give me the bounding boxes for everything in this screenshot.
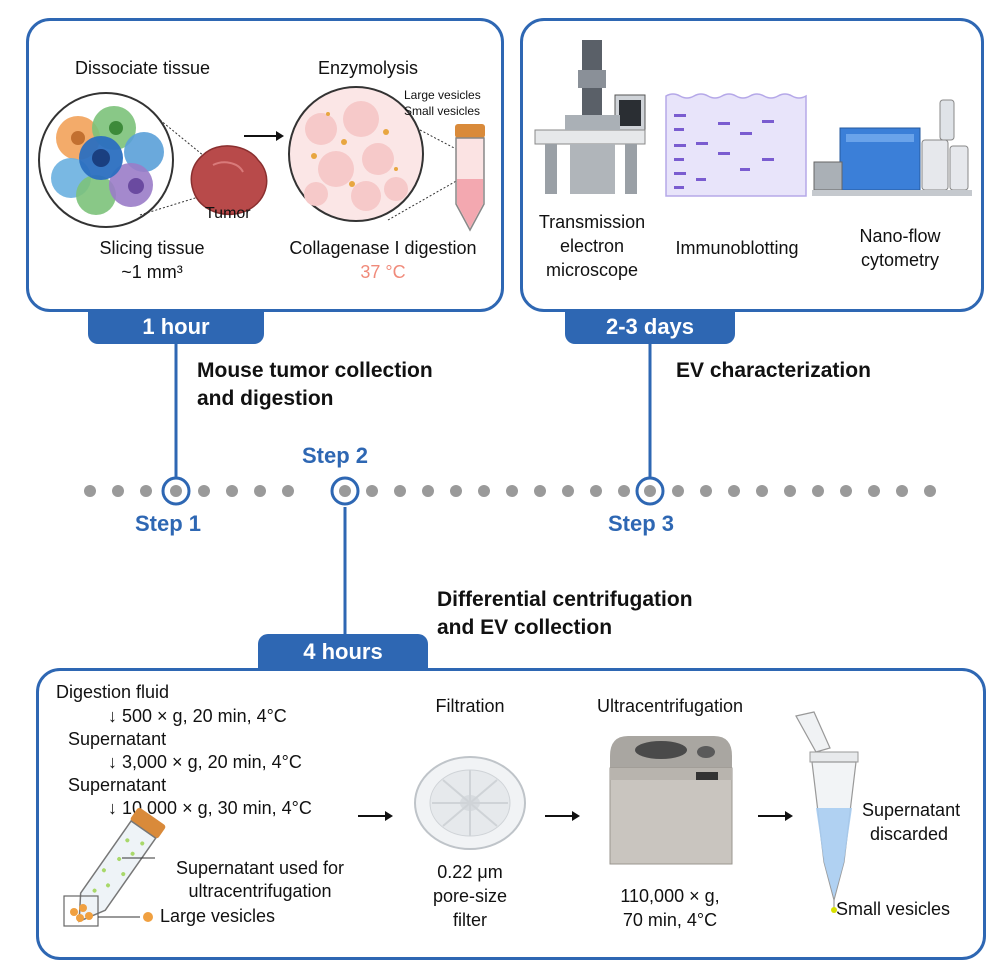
desc-step1-line1: Mouse tumor collection	[197, 359, 433, 382]
centrifuge-tube-icon	[63, 807, 166, 927]
label-slicing-tissue: Slicing tissue	[99, 238, 205, 258]
spin-1-text: 500 × g, 20 min, 4°C	[122, 706, 287, 726]
label-ultracentrifugation: Ultracentrifugation	[596, 696, 744, 716]
label-ultra-spec-1: 110,000 × g,	[620, 886, 720, 906]
label-tumor: Tumor	[205, 205, 251, 222]
label-nanoflow-2: cytometry	[860, 250, 939, 270]
cell-cluster-illustration	[38, 92, 174, 228]
desc-step2-line1: Differential centrifugation	[437, 588, 693, 611]
label-supernatant-1: Supernatant	[68, 729, 167, 749]
label-supernatant-discarded-1: Supernatant	[862, 800, 961, 820]
time-badge-4-hours: 4 hours	[258, 634, 428, 670]
label-temperature: 37 °C	[360, 262, 406, 282]
label-slicing-size: ~1 mm³	[121, 262, 183, 282]
ultracentrifuge-icon	[609, 736, 733, 865]
label-filter-2: pore-size	[432, 886, 508, 906]
label-ultra-spec-2: 70 min, 4°C	[622, 910, 718, 930]
label-tem-2: electron	[559, 236, 625, 256]
label-supernatant-2: Supernatant	[68, 775, 167, 795]
step3-label: Step 3	[608, 511, 675, 536]
label-spin-3: ↓ 10,000 × g, 30 min, 4°C	[108, 798, 312, 818]
label-tem-3: microscope	[545, 260, 639, 280]
desc-step2-line2: and EV collection	[437, 616, 613, 639]
spin-3-text: 10,000 × g, 30 min, 4°C	[122, 798, 312, 818]
spin-2-text: 3,000 × g, 20 min, 4°C	[122, 752, 302, 772]
step1-label: Step 1	[135, 511, 202, 536]
tem-microscope-icon	[534, 40, 646, 194]
label-filter-3: filter	[452, 910, 487, 930]
time-badge-2-3-days: 2-3 days	[565, 309, 735, 344]
immunoblot-gel	[665, 93, 807, 197]
nanoflow-cytometer-icon	[812, 99, 972, 196]
desc-step3: EV characterization	[676, 359, 871, 382]
label-immunoblotting: Immunoblotting	[675, 238, 799, 258]
label-small-vesicles-top: Small vesicles	[404, 104, 481, 118]
label-supernatant-discarded-2: discarded	[870, 824, 949, 844]
timeline-dots	[84, 476, 936, 506]
step2-label: Step 2	[302, 443, 369, 468]
label-filter-1: 0.22 μm	[437, 862, 503, 882]
label-spin-2: ↓ 3,000 × g, 20 min, 4°C	[108, 752, 302, 772]
label-nanoflow-1: Nano-flow	[859, 226, 941, 246]
time-badge-1-hour: 1 hour	[88, 309, 264, 344]
label-dissociate-tissue: Dissociate tissue	[75, 58, 211, 78]
label-enzymolysis: Enzymolysis	[318, 58, 419, 78]
syringe-filter-icon	[414, 756, 526, 850]
label-supernatant-used-1: Supernatant used for	[175, 858, 345, 878]
conical-tube-icon	[455, 124, 485, 232]
tumor-illustration	[190, 145, 268, 216]
label-tem-1: Transmission	[538, 212, 646, 232]
label-supernatant-used-2: ultracentrifugation	[188, 881, 332, 901]
enzymolysis-illustration	[288, 86, 424, 222]
label-collagenase: Collagenase I digestion	[289, 238, 477, 258]
desc-step1-line2: and digestion	[197, 387, 334, 410]
label-large-vesicles-bottom: Large vesicles	[160, 906, 276, 926]
label-spin-1: ↓ 500 × g, 20 min, 4°C	[108, 706, 287, 726]
label-digestion-fluid: Digestion fluid	[56, 682, 170, 702]
label-large-vesicles-top: Large vesicles	[404, 88, 481, 102]
microtube-icon	[795, 711, 859, 913]
label-small-vesicles-bottom: Small vesicles	[836, 899, 951, 919]
label-filtration: Filtration	[435, 696, 505, 716]
